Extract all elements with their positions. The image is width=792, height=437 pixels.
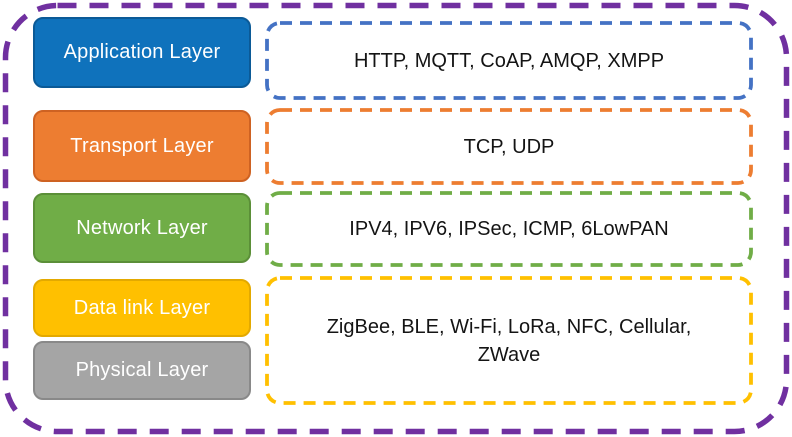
layer-box-application: Application Layer	[33, 17, 251, 88]
protocol-text-transport: TCP, UDP	[463, 135, 555, 158]
application-protocols-box-border	[265, 21, 753, 100]
network-protocols-box-border	[265, 191, 753, 267]
layer-label-network: Network Layer	[76, 216, 208, 239]
protocol-text-datalink-physical: ZigBee, BLE, Wi-Fi, LoRa, NFC, Cellular,…	[326, 315, 692, 366]
protocol-box-application: HTTP, MQTT, CoAP, AMQP, XMPP	[271, 27, 747, 94]
protocol-text-application: HTTP, MQTT, CoAP, AMQP, XMPP	[353, 49, 665, 72]
layer-box-transport: Transport Layer	[33, 110, 251, 182]
protocol-box-transport: TCP, UDP	[271, 114, 747, 179]
layer-box-physical: Physical Layer	[33, 341, 251, 400]
protocol-box-network: IPV4, IPV6, IPSec, ICMP, 6LowPAN	[271, 197, 747, 261]
protocol-text-network: IPV4, IPV6, IPSec, ICMP, 6LowPAN	[349, 218, 669, 240]
layer-box-network: Network Layer	[33, 193, 251, 263]
layer-label-transport: Transport Layer	[70, 134, 214, 157]
layer-label-data-link: Data link Layer	[73, 296, 211, 319]
layer-box-data-link: Data link Layer	[33, 279, 251, 337]
layer-label-application: Application Layer	[63, 41, 221, 63]
protocol-box-datalink-physical: ZigBee, BLE, Wi-Fi, LoRa, NFC, Cellular,…	[271, 282, 747, 399]
transport-protocols-box-border	[265, 108, 753, 185]
layer-label-physical: Physical Layer	[75, 359, 209, 381]
datalink-physical-protocols-box-border	[265, 276, 753, 405]
